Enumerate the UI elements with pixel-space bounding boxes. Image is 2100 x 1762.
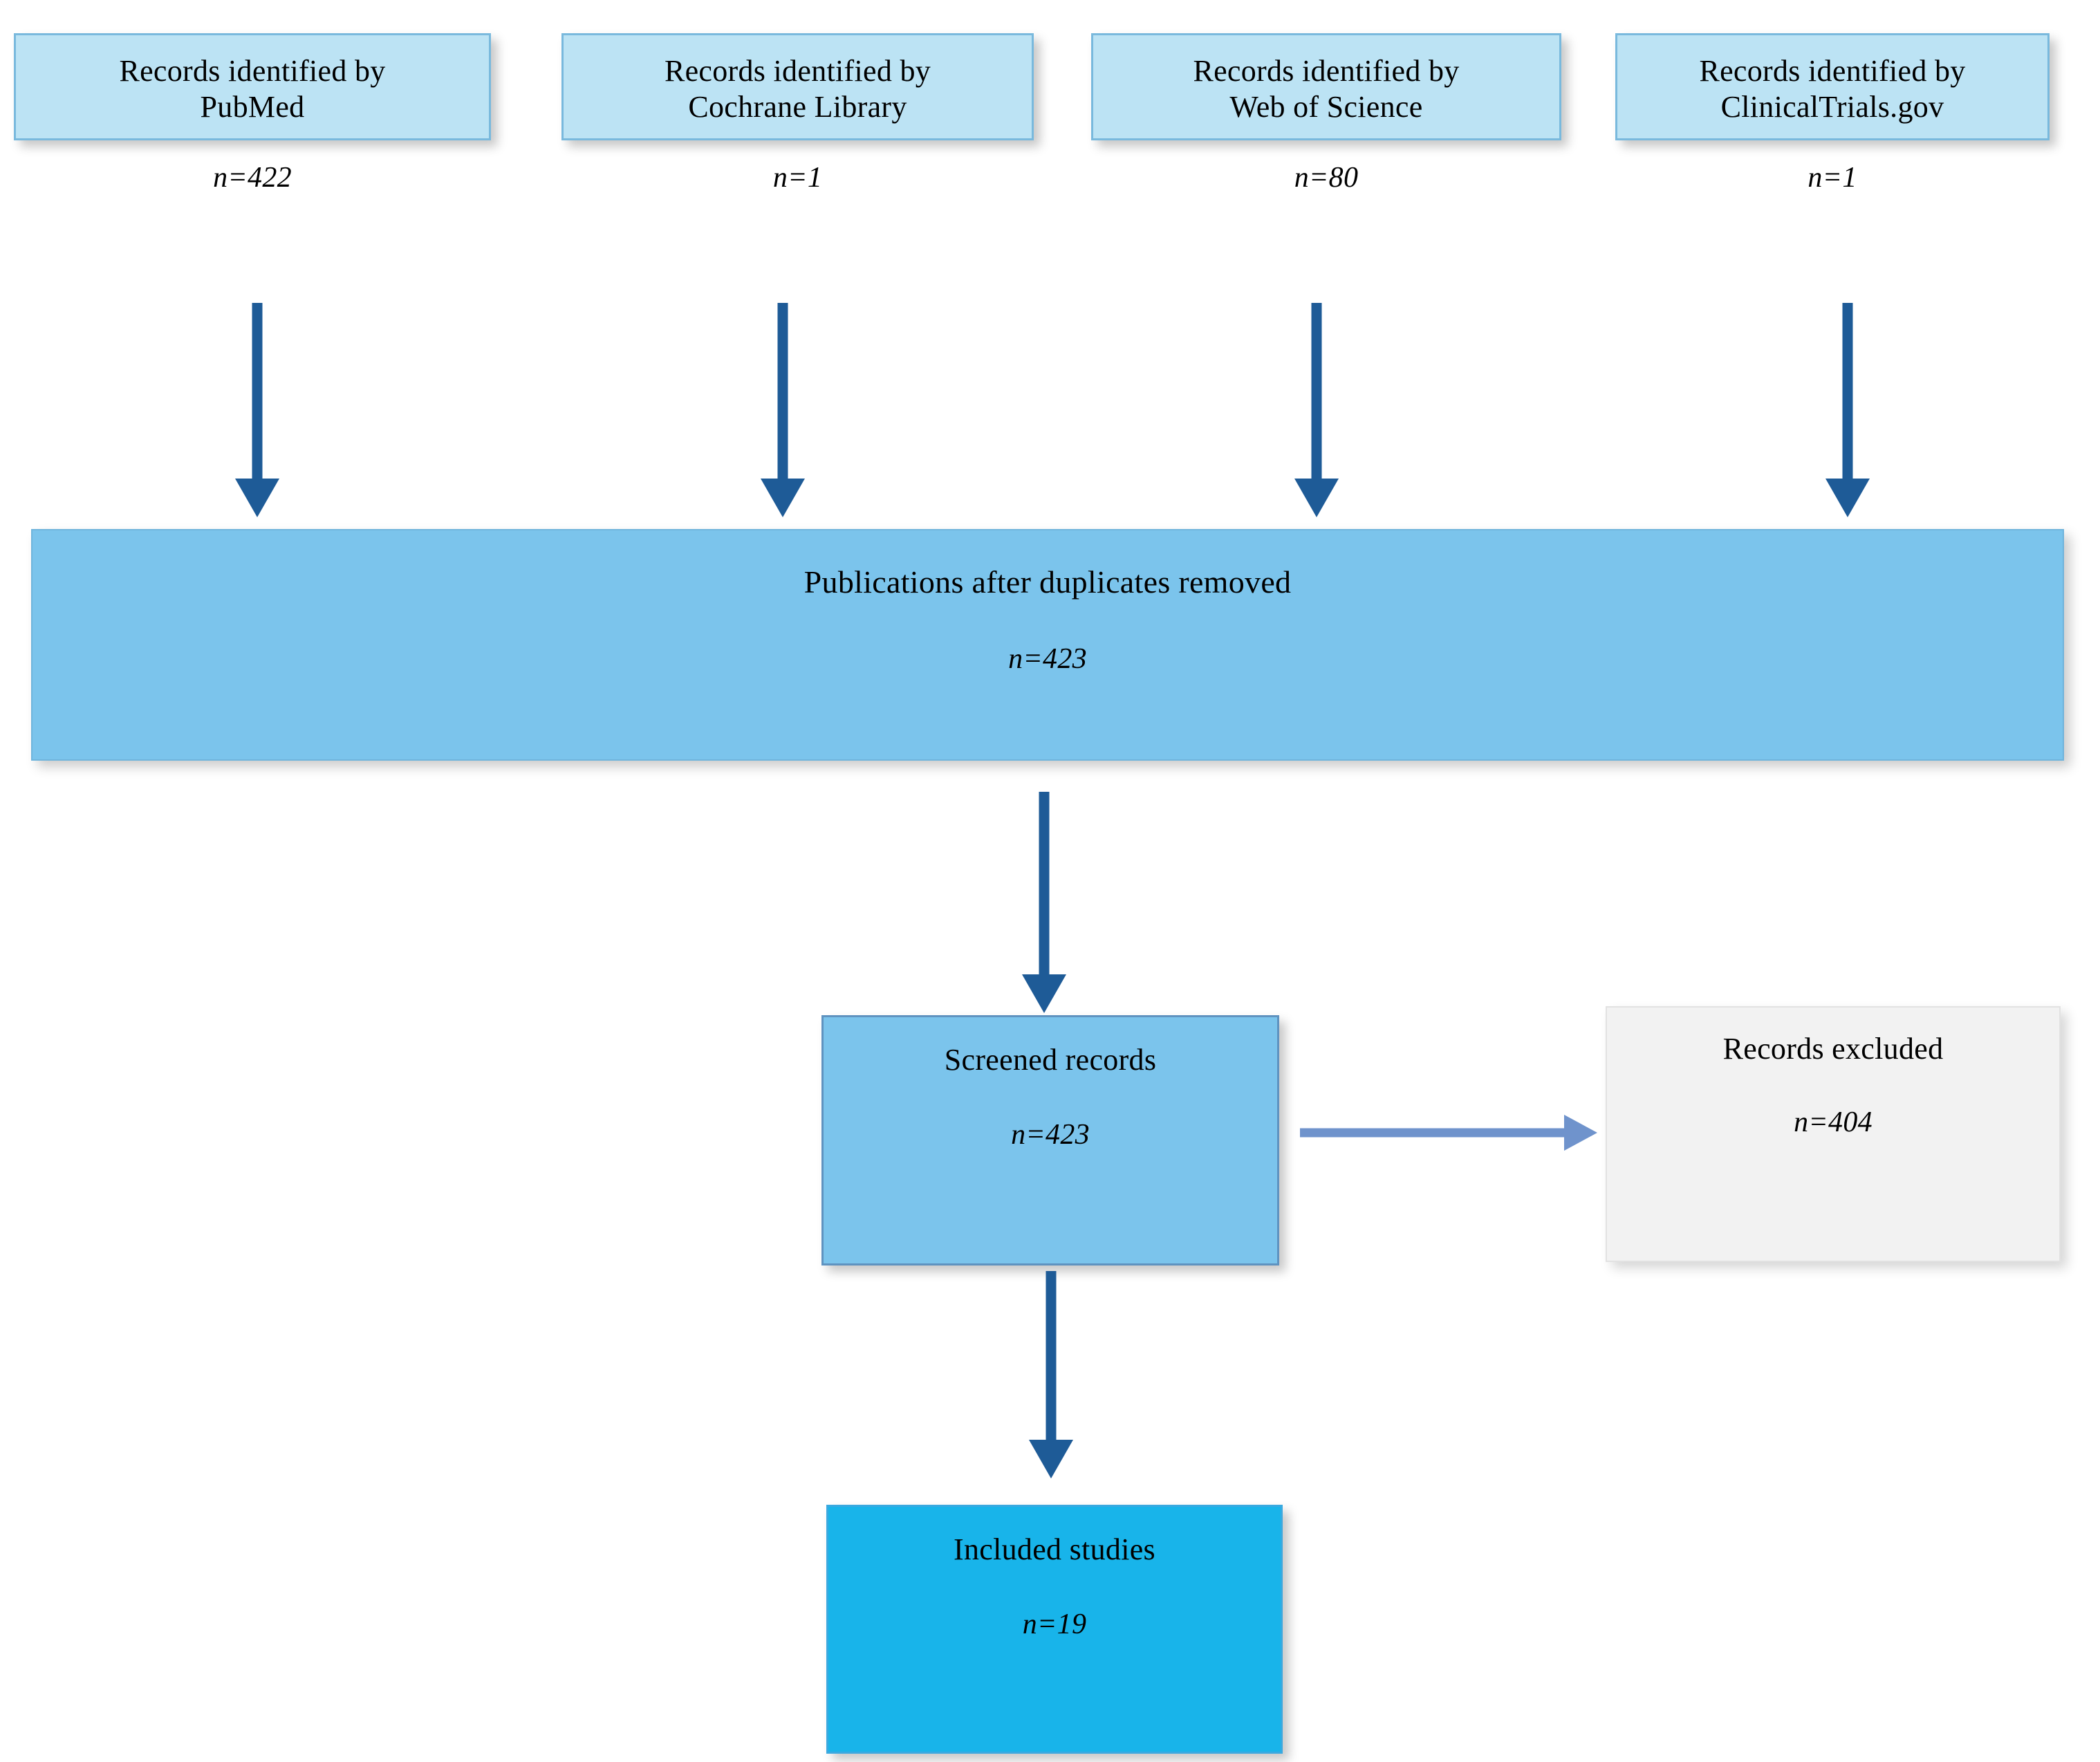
included-studies-box: Included studies n=19 [826, 1505, 1283, 1754]
arrow-shaft [1039, 792, 1050, 977]
source-count-pubmed: n=422 [213, 161, 292, 194]
screened-records-label: Screened records [944, 1043, 1157, 1077]
arrow-head [1564, 1115, 1597, 1151]
arrow-web-of-science-to-dedup [1294, 303, 1339, 517]
arrow-shaft [777, 303, 788, 481]
records-excluded-count: n=404 [1794, 1106, 1873, 1138]
arrow-cochrane-to-dedup [761, 303, 805, 517]
arrow-shaft [1300, 1128, 1570, 1138]
dedup-label: Publications after duplicates removed [803, 564, 1292, 600]
source-count-cochrane-library: n=1 [772, 161, 823, 194]
arrow-head [1294, 479, 1339, 517]
included-studies-label: Included studies [954, 1532, 1155, 1566]
records-excluded-box: Records excluded n=404 [1606, 1006, 2061, 1262]
arrow-head [1029, 1440, 1073, 1478]
screened-records-count: n=423 [1011, 1118, 1090, 1151]
source-box-cochrane-library: Records identified by Cochrane Library n… [561, 33, 1034, 194]
screened-records-box: Screened records n=423 [821, 1015, 1279, 1265]
arrow-head [1825, 479, 1870, 517]
arrow-dedup-to-screened [1022, 792, 1066, 1013]
arrow-shaft [1311, 303, 1322, 481]
source-label-pubmed: Records identified by PubMed [119, 54, 386, 124]
included-studies-count: n=19 [1022, 1608, 1087, 1640]
dedup-count: n=423 [1008, 643, 1087, 676]
dedup-box: Publications after duplicates removed n=… [31, 529, 2064, 761]
arrow-shaft [1842, 303, 1853, 481]
arrow-shaft [1046, 1271, 1057, 1443]
arrow-head [1022, 974, 1066, 1013]
arrow-clinicaltrials-to-dedup [1825, 303, 1870, 517]
source-label-web-of-science: Records identified by Web of Science [1193, 54, 1460, 124]
arrow-screened-to-excluded [1300, 1113, 1597, 1152]
arrow-shaft [252, 303, 263, 481]
arrow-screened-to-included [1029, 1271, 1073, 1478]
source-box-web-of-science: Records identified by Web of Science n=8… [1091, 33, 1561, 194]
source-label-clinicaltrials-gov: Records identified by ClinicalTrials.gov [1699, 54, 1966, 124]
source-box-pubmed: Records identified by PubMed n=422 [14, 33, 491, 194]
records-excluded-label: Records excluded [1722, 1032, 1944, 1066]
arrow-head [235, 479, 279, 517]
arrow-head [761, 479, 805, 517]
source-count-web-of-science: n=80 [1294, 161, 1359, 194]
source-box-clinicaltrials-gov: Records identified by ClinicalTrials.gov… [1615, 33, 2050, 194]
source-count-clinicaltrials-gov: n=1 [1808, 161, 1857, 194]
source-label-cochrane-library: Records identified by Cochrane Library [664, 54, 931, 124]
arrow-pubmed-to-dedup [235, 303, 279, 517]
